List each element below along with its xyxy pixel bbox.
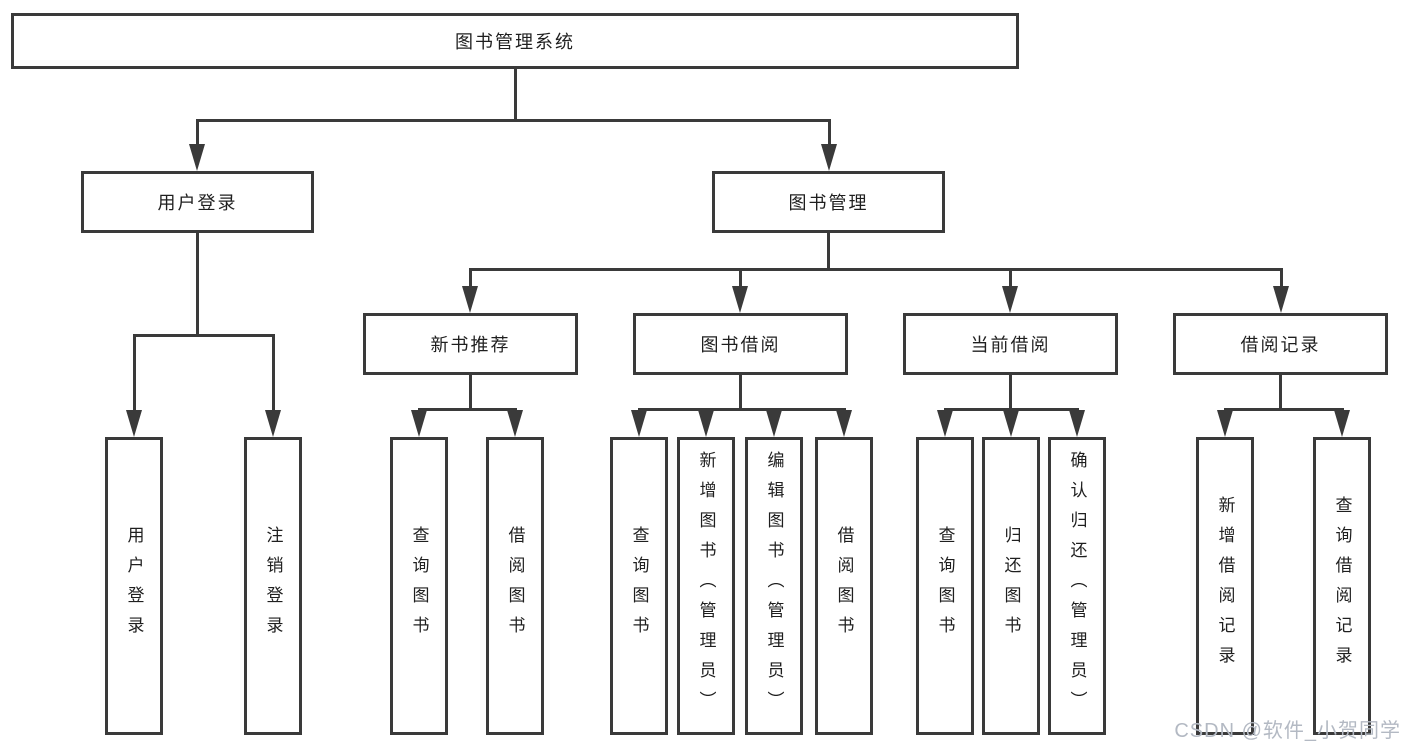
leaf-query-borrow-record-label: 查询借阅记录	[1332, 496, 1352, 676]
leaf-return-books-label: 归还图书	[1001, 526, 1021, 646]
connector-borrowrecord-stem	[1279, 375, 1282, 411]
leaf-newbook-query-books: 查询图书	[390, 437, 448, 735]
connector-root-bar	[196, 119, 831, 122]
arrow-down-icon	[937, 410, 953, 437]
arrow-down-icon	[189, 144, 205, 171]
node-user-login-label: 用户登录	[157, 193, 238, 213]
connector-bookmgmt-drop-3	[1009, 271, 1012, 288]
leaf-current-query-books: 查询图书	[916, 437, 974, 735]
leaf-confirm-return-admin: 确认归还（管理员）	[1048, 437, 1106, 735]
leaf-add-borrow-record-label: 新增借阅记录	[1215, 496, 1235, 676]
node-new-book-recommendation: 新书推荐	[363, 313, 578, 375]
arrow-down-icon	[821, 144, 837, 171]
connector-userlogin-bar	[133, 334, 275, 337]
node-user-login: 用户登录	[81, 171, 314, 233]
arrow-down-icon	[126, 410, 142, 437]
connector-currentborrow-bar	[944, 408, 1079, 411]
leaf-add-book-admin: 新增图书（管理员）	[677, 437, 735, 735]
arrow-down-icon	[462, 286, 478, 313]
node-borrowing-records-label: 借阅记录	[1240, 335, 1321, 355]
leaf-borrow-books: 借阅图书	[815, 437, 873, 735]
leaf-add-borrow-record: 新增借阅记录	[1196, 437, 1254, 735]
node-book-borrowing-label: 图书借阅	[700, 335, 781, 355]
arrow-down-icon	[1003, 410, 1019, 437]
arrow-down-icon	[1217, 410, 1233, 437]
leaf-borrow-query-books: 查询图书	[610, 437, 668, 735]
connector-newbook-bar	[418, 408, 517, 411]
node-current-borrowing: 当前借阅	[903, 313, 1118, 375]
node-borrowing-records: 借阅记录	[1173, 313, 1388, 375]
leaf-query-borrow-record: 查询借阅记录	[1313, 437, 1371, 735]
arrow-down-icon	[631, 410, 647, 437]
node-new-book-recommendation-label: 新书推荐	[430, 335, 511, 355]
leaf-logout: 注销登录	[244, 437, 302, 735]
connector-root-drop-right	[828, 122, 831, 146]
connector-currentborrow-stem	[1009, 375, 1012, 411]
leaf-borrow-query-books-label: 查询图书	[629, 526, 649, 646]
leaf-borrow-books-label: 借阅图书	[834, 526, 854, 646]
arrow-down-icon	[1334, 410, 1350, 437]
leaf-add-book-admin-label: 新增图书（管理员）	[696, 451, 716, 721]
node-library-system: 图书管理系统	[11, 13, 1019, 69]
csdn-watermark: CSDN @软件_小贺同学	[1174, 720, 1401, 742]
arrow-down-icon	[836, 410, 852, 437]
arrow-down-icon	[265, 410, 281, 437]
leaf-user-login: 用户登录	[105, 437, 163, 735]
connector-userlogin-stem	[196, 233, 199, 337]
connector-bookmgmt-drop-4	[1280, 271, 1283, 288]
connector-userlogin-drop-left	[133, 337, 136, 411]
arrow-down-icon	[732, 286, 748, 313]
leaf-user-login-label: 用户登录	[124, 526, 144, 646]
arrow-down-icon	[507, 410, 523, 437]
connector-newbook-stem	[469, 375, 472, 411]
leaf-edit-book-admin-label: 编辑图书（管理员）	[764, 451, 784, 721]
arrow-down-icon	[698, 410, 714, 437]
connector-bookmgmt-drop-2	[739, 271, 742, 288]
leaf-return-books: 归还图书	[982, 437, 1040, 735]
connector-root-stem	[514, 69, 517, 122]
connector-userlogin-drop-right	[272, 337, 275, 411]
leaf-current-query-books-label: 查询图书	[935, 526, 955, 646]
connector-root-drop-left	[196, 122, 199, 146]
node-current-borrowing-label: 当前借阅	[970, 335, 1051, 355]
leaf-newbook-borrow-books: 借阅图书	[486, 437, 544, 735]
leaf-newbook-borrow-books-label: 借阅图书	[505, 526, 525, 646]
arrow-down-icon	[411, 410, 427, 437]
arrow-down-icon	[1273, 286, 1289, 313]
connector-bookborrow-bar	[638, 408, 846, 411]
node-library-system-label: 图书管理系统	[455, 32, 575, 52]
arrow-down-icon	[1002, 286, 1018, 313]
node-book-management: 图书管理	[712, 171, 945, 233]
connector-bookmgmt-stem	[827, 233, 830, 271]
connector-bookborrow-stem	[739, 375, 742, 411]
node-book-borrowing: 图书借阅	[633, 313, 848, 375]
connector-bookmgmt-drop-1	[469, 271, 472, 288]
connector-bookmgmt-bar	[469, 268, 1283, 271]
arrow-down-icon	[1069, 410, 1085, 437]
leaf-newbook-query-books-label: 查询图书	[409, 526, 429, 646]
node-book-management-label: 图书管理	[788, 193, 869, 213]
leaf-logout-label: 注销登录	[263, 526, 283, 646]
leaf-edit-book-admin: 编辑图书（管理员）	[745, 437, 803, 735]
leaf-confirm-return-admin-label: 确认归还（管理员）	[1067, 451, 1087, 721]
connector-borrowrecord-bar	[1224, 408, 1344, 411]
arrow-down-icon	[766, 410, 782, 437]
